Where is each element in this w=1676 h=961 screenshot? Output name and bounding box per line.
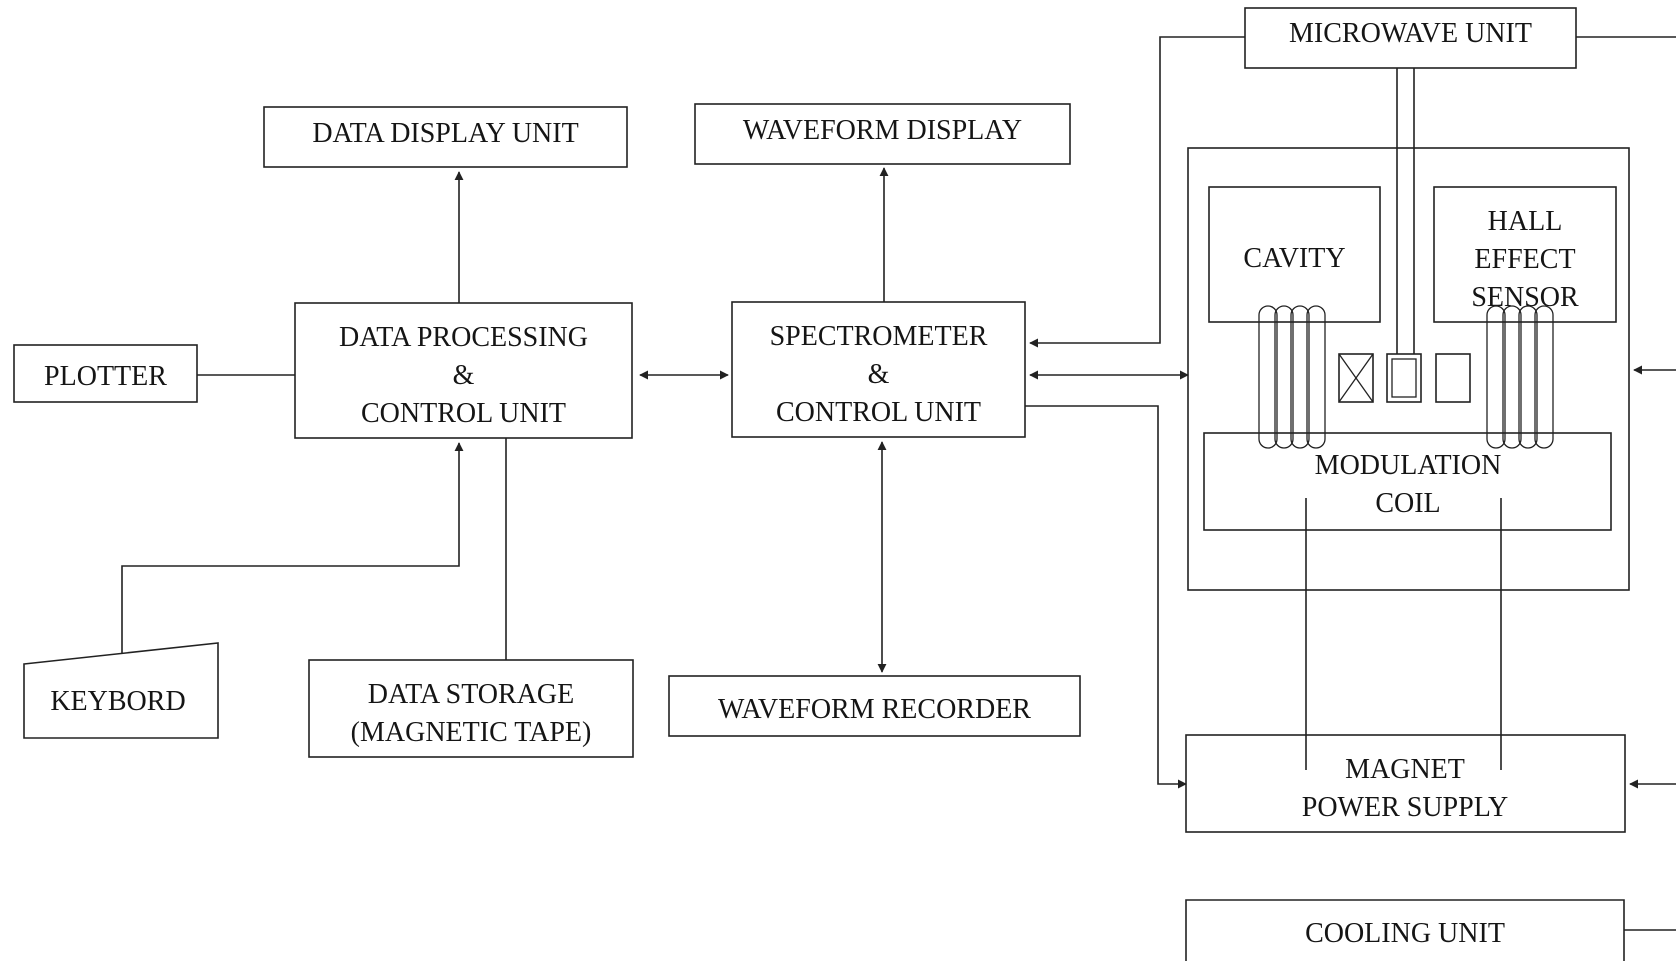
magnet-power-supply-line-1: MAGNET	[1345, 754, 1465, 785]
magnet-power-supply-line-2: POWER SUPPLY	[1302, 792, 1508, 823]
power-supply-link	[1025, 405, 1187, 789]
right-coil-winding-icon	[1486, 305, 1554, 449]
keyboard-link	[121, 442, 464, 653]
data-storage-box: DATA STORAGE (MAGNETIC TAPE)	[308, 659, 634, 758]
modulation-coil-line-2: COIL	[1375, 488, 1440, 519]
connectors	[121, 36, 1676, 931]
data-processing-unit-box: DATA PROCESSING & CONTROL UNIT	[294, 302, 633, 439]
data-storage-line-2: (MAGNETIC TAPE)	[351, 717, 592, 748]
waveform-display-label: WAVEFORM DISPLAY	[743, 115, 1022, 146]
magnet-power-supply-box: MAGNET POWER SUPPLY	[1185, 734, 1626, 833]
cooling-unit-label: COOLING UNIT	[1305, 918, 1505, 949]
modulation-coil-box: MODULATION COIL	[1203, 432, 1612, 531]
keyboard-box: KEYBORD	[23, 642, 219, 739]
spectrometer-line-3: CONTROL UNIT	[776, 397, 981, 428]
microwave-unit-box: MICROWAVE UNIT	[1244, 7, 1577, 69]
waveguide	[1386, 68, 1422, 403]
data-processing-line-1: DATA PROCESSING	[339, 322, 588, 353]
data-display-unit-label: DATA DISPLAY UNIT	[312, 118, 578, 149]
modulation-coil-line-1: MODULATION	[1315, 450, 1502, 481]
hall-sensor-line-1: HALL	[1488, 206, 1563, 237]
left-coil-winding-icon	[1258, 305, 1326, 449]
spectrometer-unit-box: SPECTROMETER & CONTROL UNIT	[731, 301, 1026, 438]
waveform-recorder-box: WAVEFORM RECORDER	[668, 675, 1081, 737]
microwave-link	[1029, 36, 1245, 348]
hall-sensor-line-3: SENSOR	[1471, 282, 1579, 313]
microwave-unit-label: MICROWAVE UNIT	[1289, 18, 1532, 49]
cooling-unit-box: COOLING UNIT	[1185, 899, 1625, 961]
waveform-display-box: WAVEFORM DISPLAY	[694, 103, 1071, 165]
spectrometer-line-2: &	[868, 359, 890, 390]
cavity-box: CAVITY	[1208, 186, 1381, 323]
pole-piece-right-icon	[1435, 353, 1471, 403]
data-display-unit-box: DATA DISPLAY UNIT	[263, 106, 628, 168]
plotter-box: PLOTTER	[13, 344, 198, 403]
hall-sensor-line-2: EFFECT	[1474, 244, 1575, 275]
cavity-label: CAVITY	[1243, 243, 1345, 274]
keyboard-label: KEYBORD	[50, 686, 185, 717]
waveform-recorder-label: WAVEFORM RECORDER	[718, 694, 1031, 725]
data-processing-line-3: CONTROL UNIT	[361, 398, 566, 429]
data-storage-line-1: DATA STORAGE	[368, 679, 575, 710]
spectrometer-line-1: SPECTROMETER	[770, 321, 988, 352]
hall-effect-sensor-box: HALL EFFECT SENSOR	[1433, 186, 1617, 323]
data-processing-line-2: &	[453, 360, 475, 391]
magnet-assembly-frame	[1187, 147, 1630, 591]
plotter-label: PLOTTER	[44, 361, 167, 392]
pole-piece-left-icon	[1338, 353, 1374, 403]
